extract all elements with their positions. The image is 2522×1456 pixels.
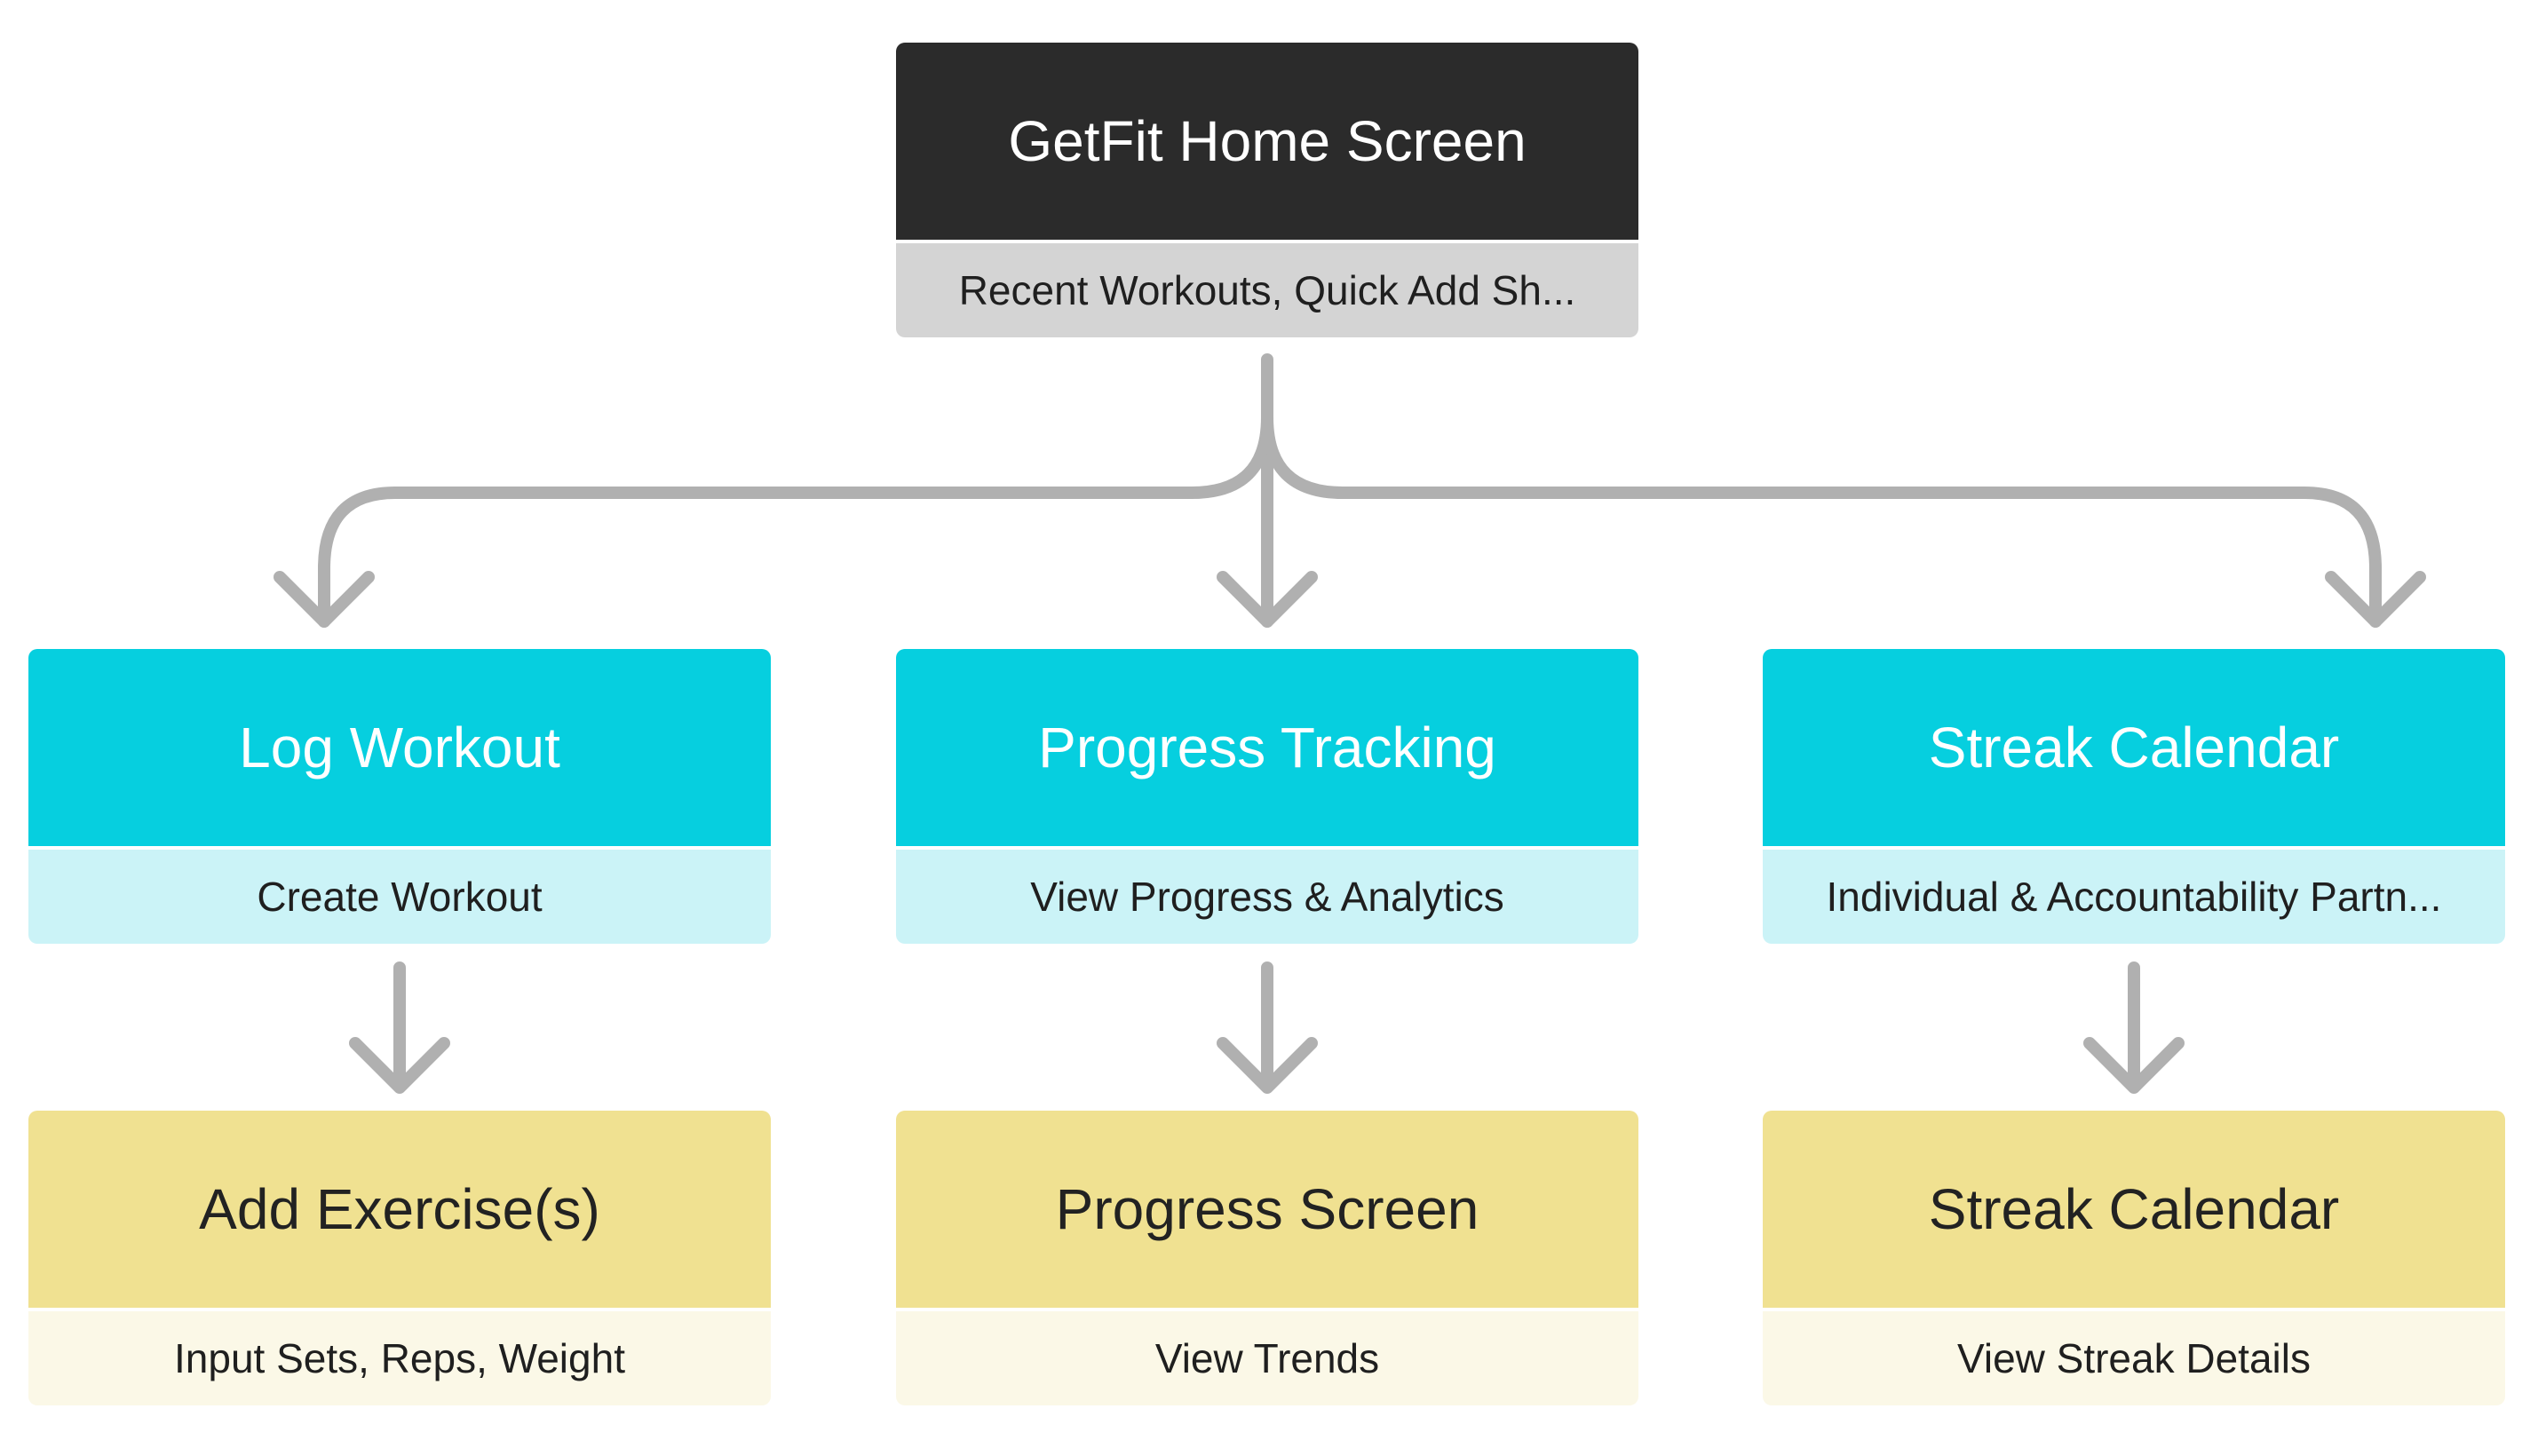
arrowhead-progress-tracking xyxy=(1217,571,1318,628)
node-add-exercise[interactable]: Add Exercise(s) Input Sets, Reps, Weight xyxy=(28,1111,771,1405)
node-subtitle: Create Workout xyxy=(28,850,771,944)
arrow-progress-to-screen xyxy=(1217,961,1318,1094)
node-subtitle: Input Sets, Reps, Weight xyxy=(28,1311,771,1405)
node-progress-tracking[interactable]: Progress Tracking View Progress & Analyt… xyxy=(896,649,1638,944)
node-title: Log Workout xyxy=(28,649,771,846)
node-log-workout[interactable]: Log Workout Create Workout xyxy=(28,649,771,944)
node-streak-details[interactable]: Streak Calendar View Streak Details xyxy=(1763,1111,2505,1405)
node-subtitle: Individual & Accountability Partn... xyxy=(1763,850,2505,944)
node-subtitle: View Streak Details xyxy=(1763,1311,2505,1405)
node-subtitle: View Trends xyxy=(896,1311,1638,1405)
node-title: GetFit Home Screen xyxy=(896,43,1638,240)
node-home-screen[interactable]: GetFit Home Screen Recent Workouts, Quic… xyxy=(896,43,1638,337)
node-progress-screen[interactable]: Progress Screen View Trends xyxy=(896,1111,1638,1405)
arrow-log-to-exercise xyxy=(349,961,450,1094)
node-title: Streak Calendar xyxy=(1763,649,2505,846)
arrow-streak-to-details xyxy=(2083,961,2185,1094)
node-streak-calendar[interactable]: Streak Calendar Individual & Accountabil… xyxy=(1763,649,2505,944)
node-title: Progress Tracking xyxy=(896,649,1638,846)
arrowhead-log-workout xyxy=(274,571,375,628)
node-title: Streak Calendar xyxy=(1763,1111,2505,1308)
node-title: Progress Screen xyxy=(896,1111,1638,1308)
arrowhead-streak-calendar xyxy=(2325,571,2426,628)
branch-connector xyxy=(318,353,2382,628)
node-title: Add Exercise(s) xyxy=(28,1111,771,1308)
node-subtitle: Recent Workouts, Quick Add Sh... xyxy=(896,243,1638,337)
node-subtitle: View Progress & Analytics xyxy=(896,850,1638,944)
